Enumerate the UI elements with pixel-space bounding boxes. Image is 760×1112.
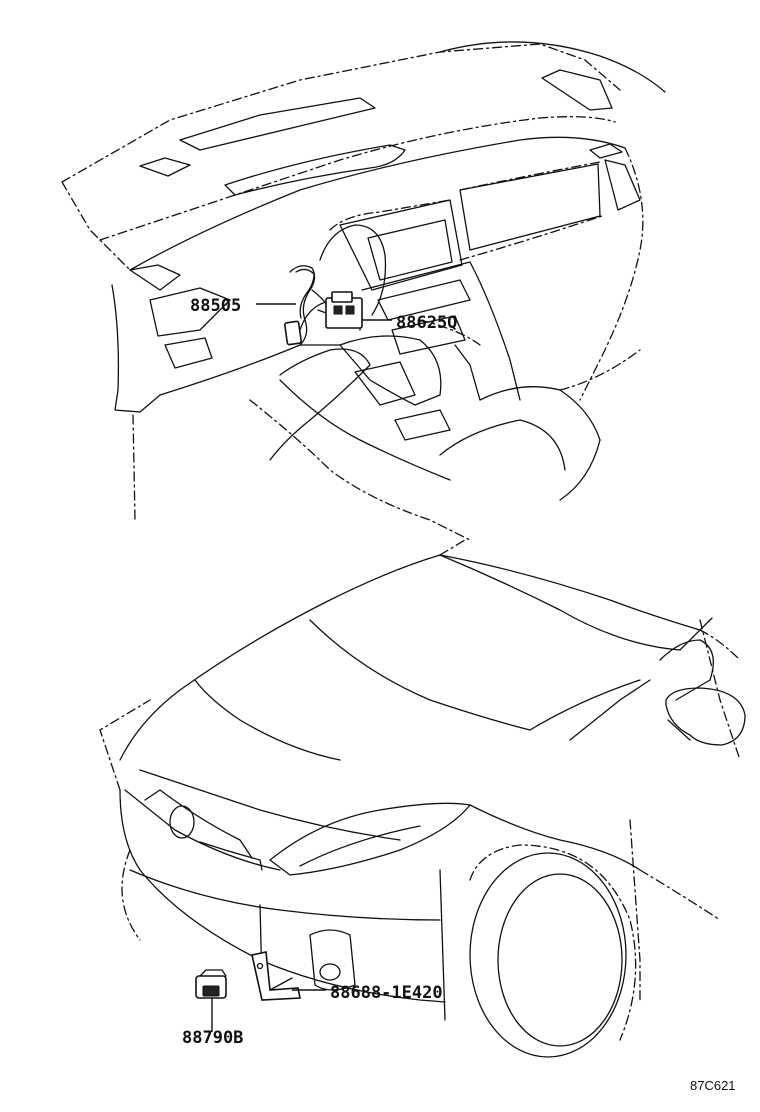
figure-code: 87C621 xyxy=(690,1078,736,1093)
sensor-bracket-part xyxy=(251,951,301,1001)
leader-lines xyxy=(211,303,392,1032)
car-front-illustration xyxy=(99,539,746,1058)
ambient-sensor-part xyxy=(195,969,227,999)
connector-block-part xyxy=(317,291,363,329)
part-label-88625q: 88625Q xyxy=(396,313,457,333)
part-label-88688-1e420: 88688-1E420 xyxy=(330,983,443,1003)
dashboard-illustration xyxy=(61,41,666,541)
part-label-88790b: 88790B xyxy=(182,1028,243,1048)
part-label-88505: 88505 xyxy=(190,296,241,316)
wire-harness-part xyxy=(283,265,331,346)
